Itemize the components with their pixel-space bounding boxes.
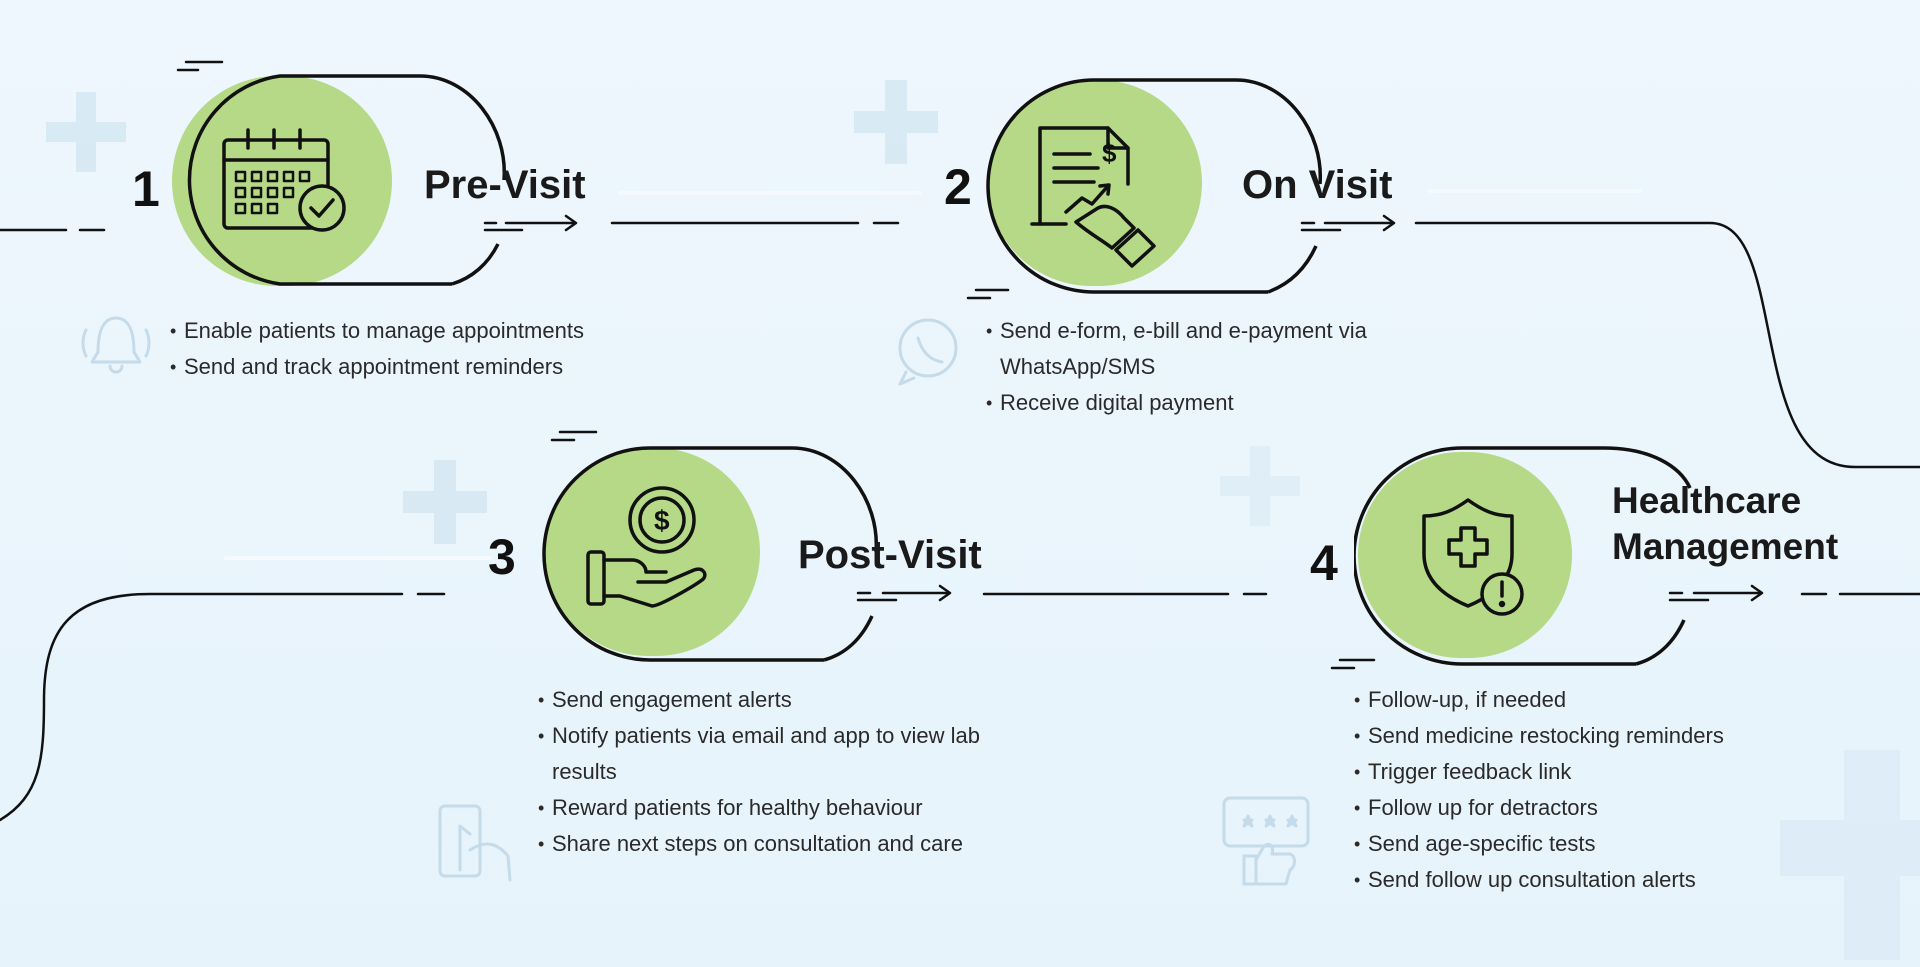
watermark-cross-icon (403, 460, 487, 544)
hand-coin-icon: $ (586, 486, 707, 608)
stage-bullets: Send engagement alerts Notify patients v… (538, 682, 1008, 862)
stage-bullets: Send e-form, e-bill and e-payment via Wh… (986, 313, 1426, 421)
stage-capsule: $ (986, 78, 1322, 294)
stage-title: Healthcare Management (1612, 480, 1839, 567)
list-item: Send engagement alerts (538, 682, 1008, 718)
list-item: Trigger feedback link (1354, 754, 1824, 790)
list-item: Share next steps on consultation and car… (538, 826, 1008, 862)
stage-number: 4 (1310, 535, 1338, 591)
stage-title: Post-Visit (798, 533, 982, 577)
rating-thumbs-up-icon (1222, 796, 1310, 886)
list-item: Send e-form, e-bill and e-payment via Wh… (986, 313, 1426, 385)
whatsapp-icon (898, 318, 958, 386)
svg-text:$: $ (654, 505, 670, 536)
list-item: Notify patients via email and app to vie… (538, 718, 1008, 790)
list-item: Send medicine restocking reminders (1354, 718, 1824, 754)
watermark-cross-icon (46, 92, 126, 172)
stage-bullets: Follow-up, if needed Send medicine resto… (1354, 682, 1824, 898)
list-item: Send follow up consultation alerts (1354, 862, 1824, 898)
stage-number: 1 (132, 161, 160, 217)
stage-number: 2 (944, 159, 972, 215)
list-item: Follow-up, if needed (1354, 682, 1824, 718)
invoice-payment-icon: $ (1030, 126, 1156, 268)
svg-text:$: $ (1102, 138, 1117, 168)
stage-capsule: $ (542, 446, 878, 662)
stage-capsule (172, 74, 506, 286)
calendar-check-icon (222, 128, 346, 232)
list-item: Send and track appointment reminders (170, 349, 690, 385)
watermark-cross-icon (854, 80, 938, 164)
list-item: Send age-specific tests (1354, 826, 1824, 862)
stage-number: 3 (488, 529, 516, 585)
bell-icon (81, 316, 151, 374)
stage-title: On Visit (1242, 163, 1393, 207)
list-item: Follow up for detractors (1354, 790, 1824, 826)
watermark-cross-icon (1220, 446, 1300, 526)
stage-capsule (1354, 446, 1692, 666)
list-item: Reward patients for healthy behaviour (538, 790, 1008, 826)
stage-bullets: Enable patients to manage appointments S… (170, 313, 690, 385)
list-item: Enable patients to manage appointments (170, 313, 690, 349)
mobile-touch-icon (438, 804, 512, 882)
stage-title: Pre-Visit (424, 163, 586, 207)
shield-medical-alert-icon (1422, 498, 1524, 616)
list-item: Receive digital payment (986, 385, 1426, 421)
